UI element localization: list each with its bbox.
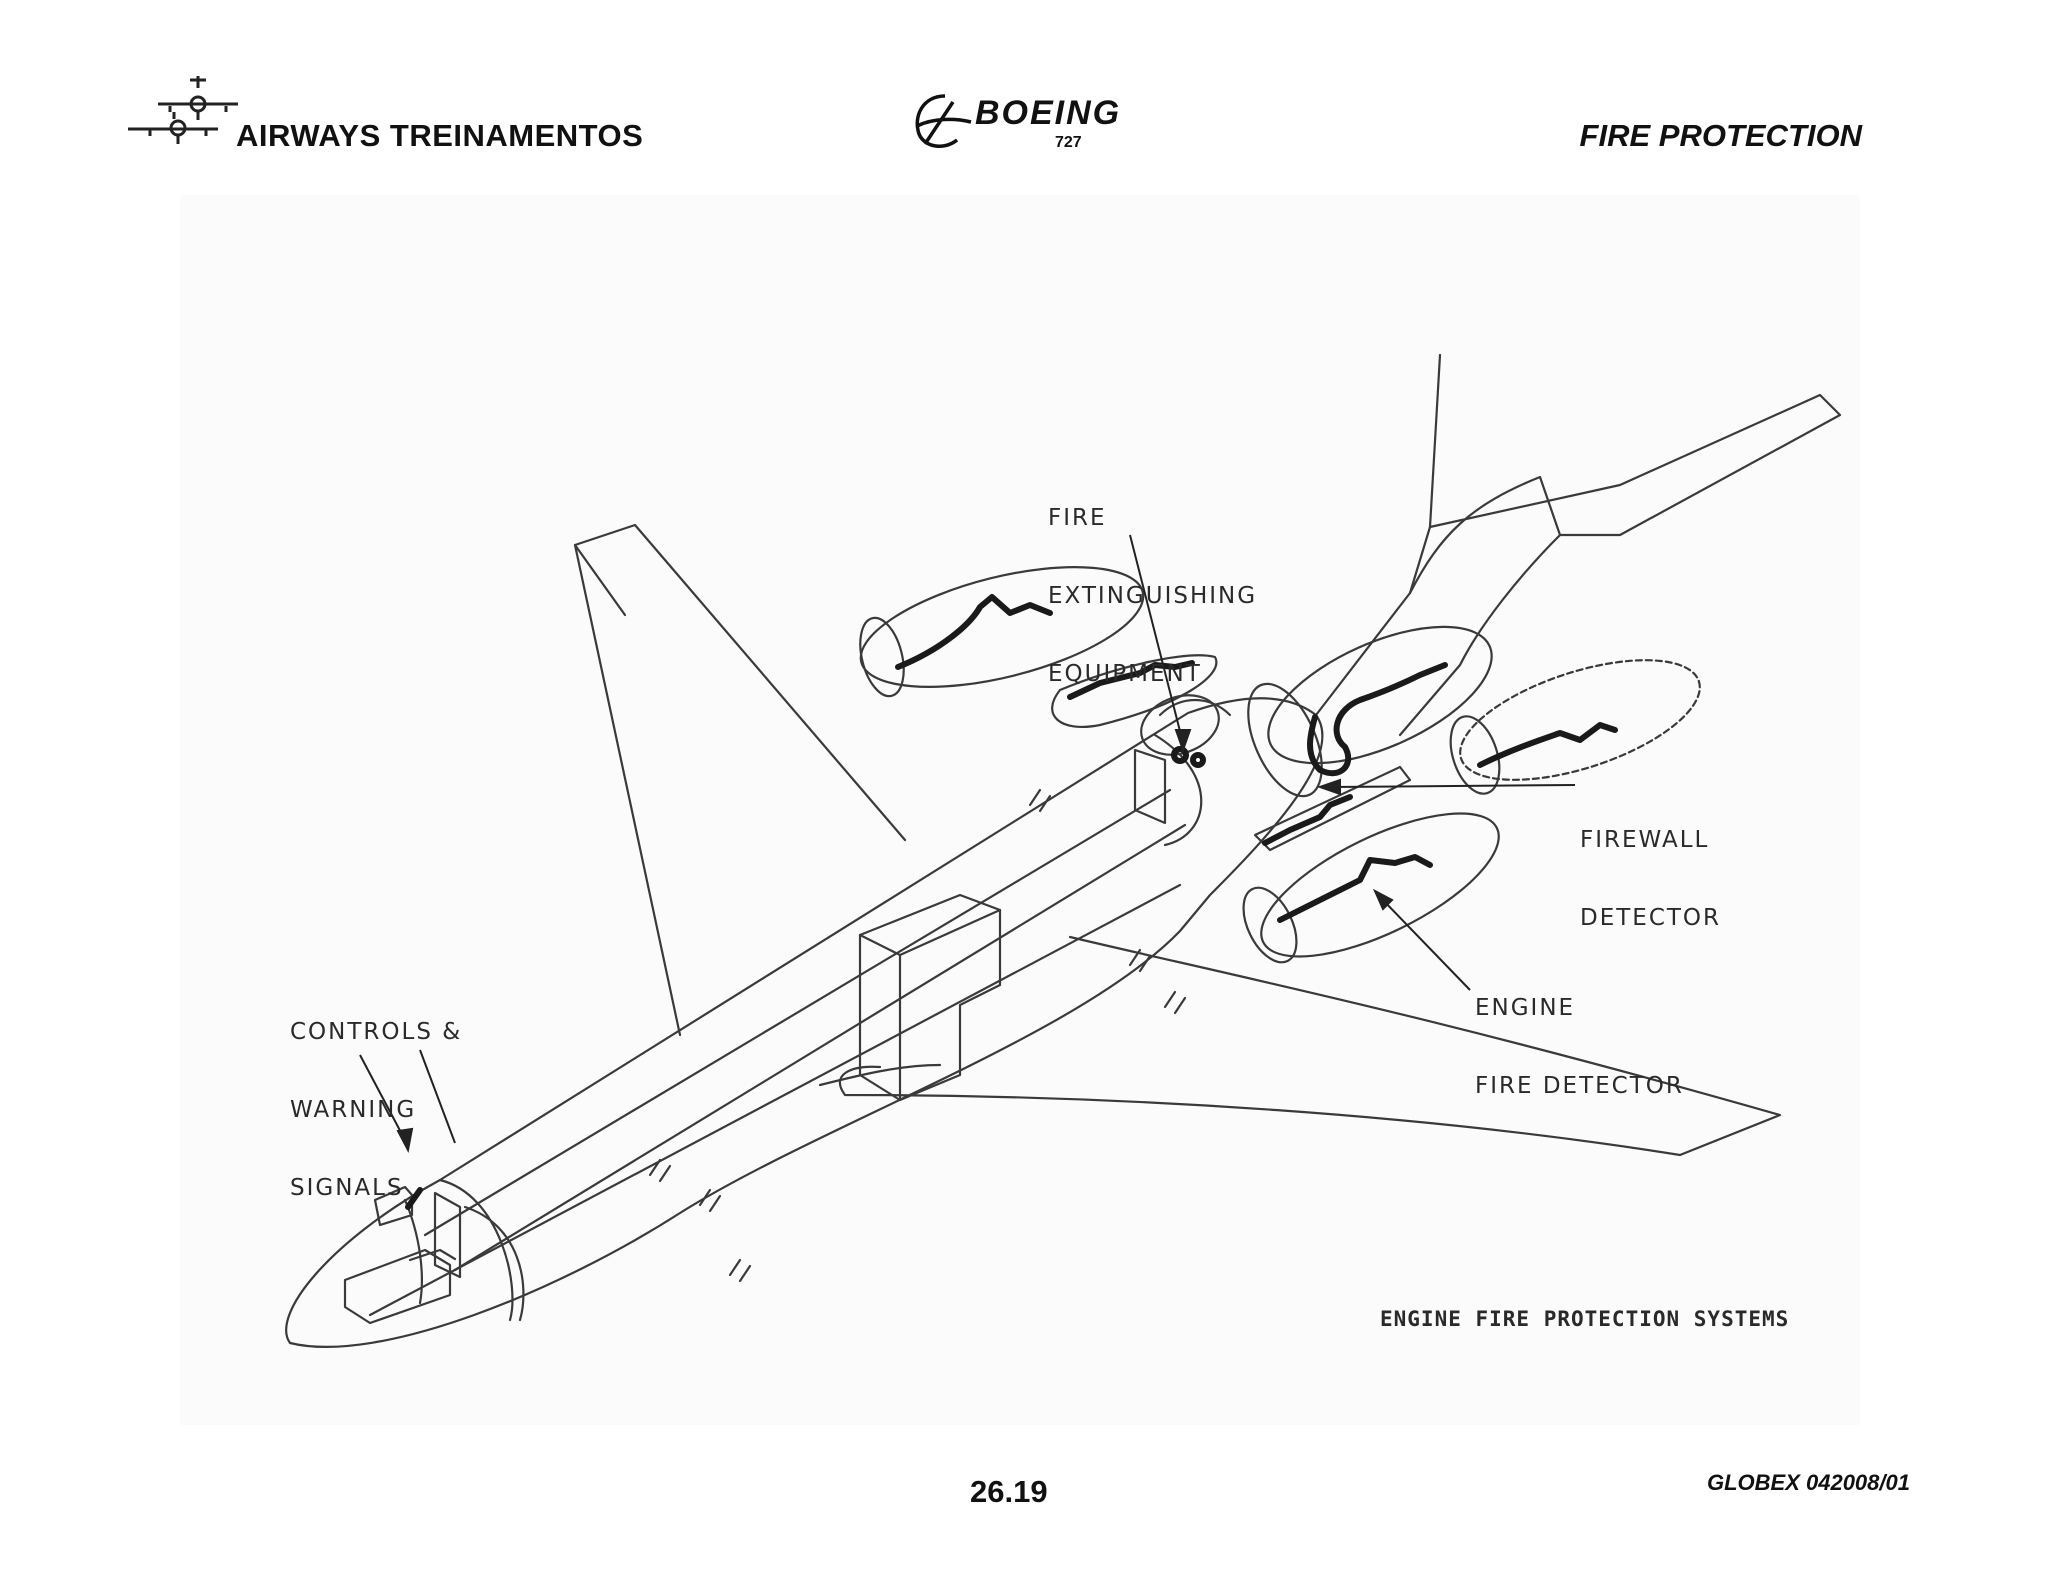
label-line: FIRE bbox=[1048, 505, 1107, 531]
section-title: FIRE PROTECTION bbox=[1579, 118, 1862, 153]
horizontal-stabilizer bbox=[1428, 393, 1842, 537]
leader-controls bbox=[419, 1049, 456, 1144]
leader-fire-extinguishing bbox=[1129, 534, 1184, 744]
label-line: WARNING bbox=[290, 1097, 417, 1123]
leader-engine-fire bbox=[1379, 896, 1471, 991]
label-line: EQUIPMENT bbox=[1048, 661, 1202, 687]
nacelle-1 bbox=[859, 566, 1145, 688]
label-line: FIREWALL bbox=[1580, 827, 1710, 853]
label-fire-extinguishing: FIRE EXTINGUISHING EQUIPMENT bbox=[1048, 453, 1257, 739]
aircraft-model: 727 bbox=[1055, 134, 1082, 151]
detector-loop-3 bbox=[1307, 662, 1448, 777]
diagram-figure: FIRE EXTINGUISHING EQUIPMENT FIREWALL DE… bbox=[180, 195, 1860, 1425]
detector-loop-4 bbox=[1477, 722, 1618, 768]
firewall-loop bbox=[1262, 794, 1353, 846]
detector-loop-1 bbox=[895, 594, 1053, 670]
document-code: GLOBEX 042008/01 bbox=[1706, 1470, 1910, 1495]
label-line: FIRE DETECTOR bbox=[1475, 1073, 1684, 1099]
right-wing bbox=[838, 935, 1782, 1157]
company-name: AIRWAYS TREINAMENTOS bbox=[236, 118, 644, 153]
figure-caption: ENGINE FIRE PROTECTION SYSTEMS bbox=[1380, 1307, 1790, 1331]
boeing-logo: BOEING 727 bbox=[905, 88, 1175, 158]
aircraft-diagram bbox=[285, 353, 1842, 1348]
boeing-wordmark: BOEING bbox=[975, 94, 1122, 132]
label-controls-warning: CONTROLS & WARNING SIGNALS bbox=[290, 967, 462, 1253]
leader-firewall bbox=[1329, 784, 1576, 788]
detector-loop-5 bbox=[1277, 854, 1433, 923]
label-line: EXTINGUISHING bbox=[1048, 583, 1258, 609]
label-line: ENGINE bbox=[1475, 995, 1576, 1021]
detector-loop-2 bbox=[1067, 660, 1195, 700]
label-line: CONTROLS & bbox=[290, 1019, 463, 1045]
vertical-tail bbox=[1314, 475, 1562, 737]
page-number: 26.19 bbox=[970, 1474, 1048, 1509]
nacelle-3 bbox=[1459, 659, 1701, 781]
label-line: SIGNALS bbox=[290, 1175, 404, 1201]
left-wing bbox=[573, 523, 907, 1037]
label-line: DETECTOR bbox=[1580, 905, 1722, 931]
nacelle-2 bbox=[1267, 625, 1493, 765]
label-firewall-detector: FIREWALL DETECTOR bbox=[1580, 775, 1721, 983]
nacelle-4 bbox=[1260, 812, 1500, 958]
label-engine-fire-detector: ENGINE FIRE DETECTOR bbox=[1475, 943, 1684, 1151]
boeing-symbol-icon bbox=[915, 94, 972, 148]
airways-logo-icon bbox=[128, 74, 238, 146]
